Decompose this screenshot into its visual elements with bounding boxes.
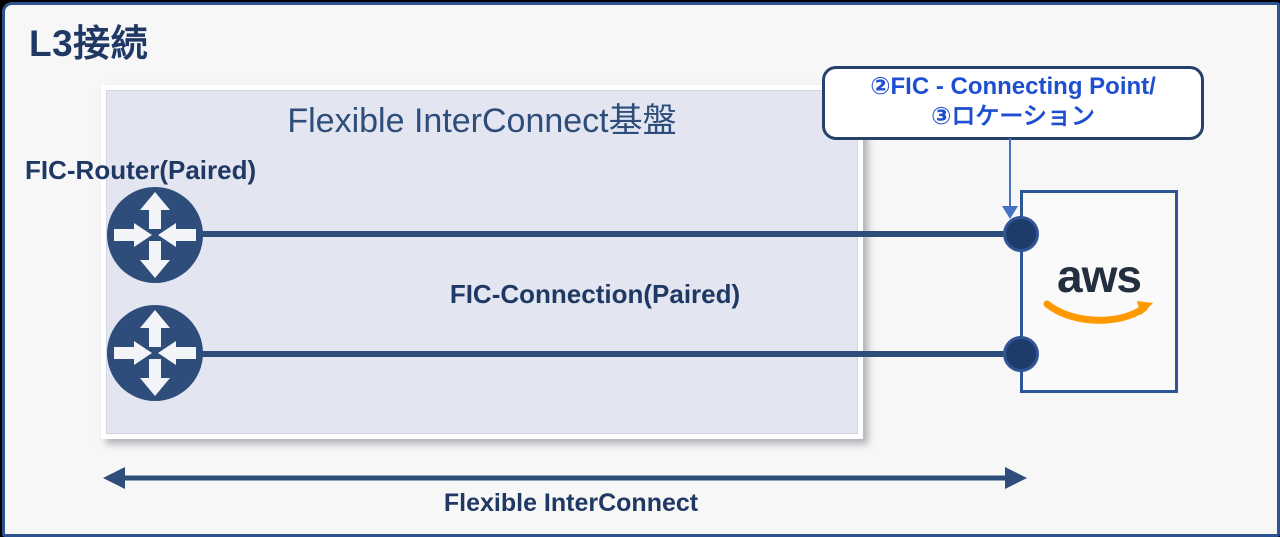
platform-panel xyxy=(101,85,863,439)
aws-box: aws xyxy=(1020,190,1178,393)
platform-panel-fill xyxy=(106,90,858,434)
connection-line-bottom xyxy=(155,351,1021,357)
callout-line-1: ②FIC - Connecting Point/ xyxy=(870,73,1156,100)
page-title: L3接続 xyxy=(29,23,149,64)
connection-label: FIC-Connection(Paired) xyxy=(449,279,741,309)
double-arrow-icon xyxy=(101,463,1029,498)
router-group-label: FIC-Router(Paired) xyxy=(25,155,257,185)
router-icon xyxy=(105,303,205,403)
connection-line-top xyxy=(155,231,1021,237)
footer-label: Flexible InterConnect xyxy=(443,489,699,517)
callout-box: ②FIC - Connecting Point/ ③ロケーション xyxy=(822,66,1204,140)
router-icon-svg xyxy=(107,187,203,283)
double-arrow-svg xyxy=(103,467,1027,489)
platform-panel-title: Flexible InterConnect基盤 xyxy=(287,102,677,140)
aws-logo-text: aws xyxy=(1057,249,1142,302)
callout-line-2: ③ロケーション xyxy=(931,103,1095,130)
arrow-down-icon xyxy=(1002,206,1018,219)
aws-smile-icon xyxy=(1043,300,1153,324)
connecting-point-bottom xyxy=(1003,336,1039,372)
router-icon xyxy=(105,185,205,285)
router-icon-svg xyxy=(107,305,203,401)
connecting-point-top xyxy=(1003,216,1039,252)
callout-arrow-line xyxy=(1009,138,1011,208)
